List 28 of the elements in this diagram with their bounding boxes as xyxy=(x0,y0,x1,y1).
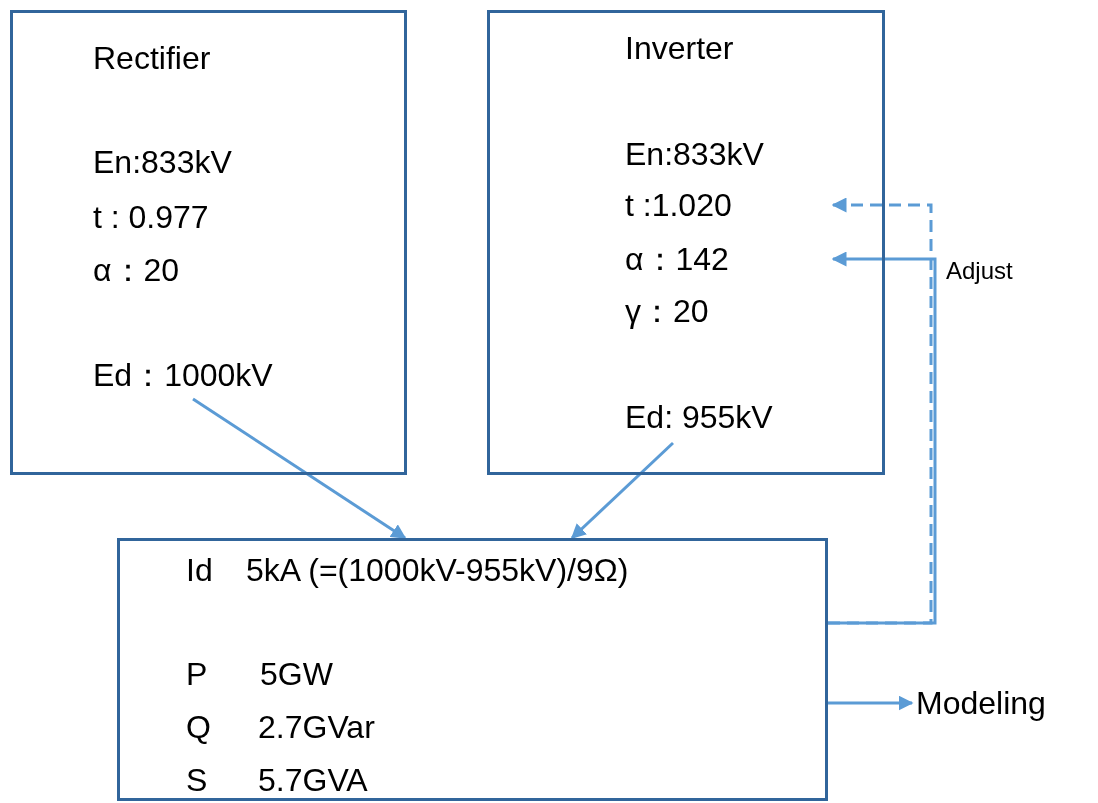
outlined-box xyxy=(117,538,828,801)
value-text: S xyxy=(186,762,208,798)
value-text: α：142 xyxy=(625,241,729,277)
value-text: 5GW xyxy=(260,656,333,692)
value-text: En:833kV xyxy=(93,144,232,180)
value-text: t : 0.977 xyxy=(93,199,209,235)
value-text: Q xyxy=(186,709,211,745)
outlined-box xyxy=(487,10,885,475)
value-text: γ：20 xyxy=(625,293,709,329)
value-text: Ed: 955kV xyxy=(625,399,773,435)
arrow xyxy=(570,441,675,540)
value-text: P xyxy=(186,656,208,692)
value-text: α：20 xyxy=(93,252,180,288)
arrow xyxy=(828,695,914,711)
outlined-box xyxy=(10,10,407,475)
arrow xyxy=(828,251,937,625)
arrow xyxy=(192,397,407,540)
value-text: Id xyxy=(186,552,213,588)
value-text: Modeling xyxy=(916,685,1046,721)
box-heading: Inverter xyxy=(625,30,734,66)
annotation-text: Adjust xyxy=(946,256,1013,286)
value-text: t :1.020 xyxy=(625,187,732,223)
value-text: 5.7GVA xyxy=(258,762,368,798)
value-text: 5kA (=(1000kV-955kV)/9Ω) xyxy=(246,552,629,588)
box-heading: Rectifier xyxy=(93,40,211,76)
value-text: 2.7GVar xyxy=(258,709,375,745)
value-text: En:833kV xyxy=(625,136,764,172)
value-text: Ed：1000kV xyxy=(93,357,273,393)
